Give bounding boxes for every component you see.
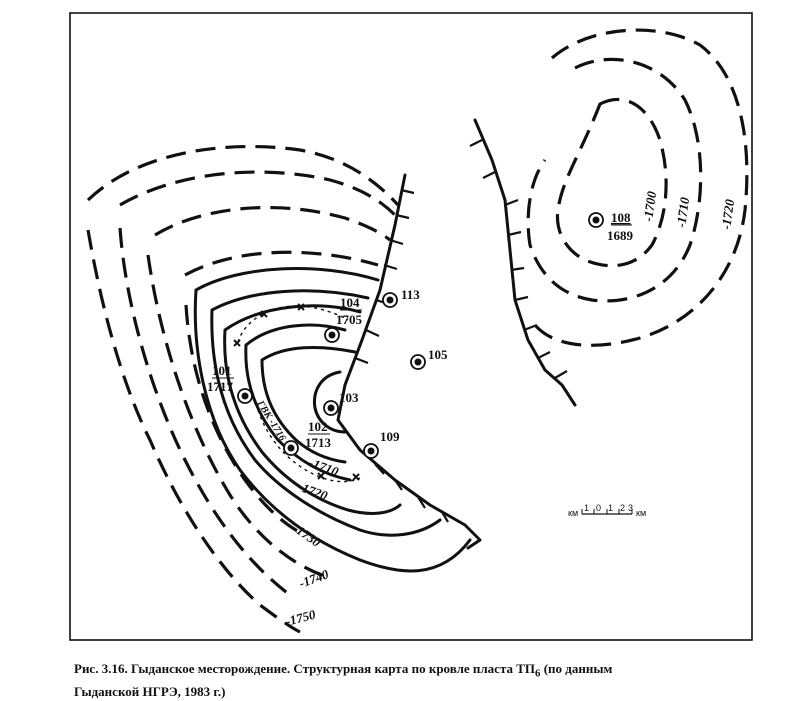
well-113[interactable]: 113 bbox=[382, 287, 420, 308]
well-102[interactable]: 102 1713 bbox=[283, 419, 332, 456]
east-fault bbox=[469, 118, 577, 407]
label-1750: -1750 bbox=[284, 606, 318, 628]
scale-bar: км 1 0 1 2 3 км bbox=[568, 503, 646, 518]
scale-left-unit: км bbox=[568, 508, 578, 518]
contour-1745-south bbox=[118, 227, 291, 597]
well-105[interactable]: 105 bbox=[410, 347, 448, 370]
contour-east-middle bbox=[526, 57, 703, 303]
well-number: 109 bbox=[380, 429, 400, 444]
scale-tick-0: 0 bbox=[596, 503, 601, 513]
figure-caption: Рис. 3.16. Гыданское месторождение. Стру… bbox=[74, 660, 734, 700]
contour-east-inner bbox=[555, 97, 668, 268]
well-number: 103 bbox=[339, 390, 359, 405]
well-number: 105 bbox=[428, 347, 448, 362]
well-number: 113 bbox=[401, 287, 420, 302]
well-103[interactable]: 103 bbox=[323, 390, 359, 416]
contour-east-outer bbox=[533, 28, 749, 347]
scale-tick-2: 2 bbox=[620, 503, 625, 513]
contour-1740-south bbox=[146, 254, 331, 580]
contour-1725 bbox=[210, 289, 442, 537]
west-fault-line bbox=[336, 173, 482, 550]
well-number: 102 bbox=[308, 419, 328, 434]
caption-line1-tail: (по данным bbox=[540, 661, 613, 676]
gvk-crosses bbox=[233, 303, 360, 481]
east-fault-line bbox=[473, 118, 577, 407]
contour-1735 bbox=[184, 250, 379, 277]
well-104[interactable]: 104 1705 bbox=[324, 295, 363, 343]
contour-1740 bbox=[154, 205, 391, 242]
wells: 108 1689 113 104 1705 105 101 bbox=[207, 210, 634, 459]
map-frame bbox=[69, 12, 753, 641]
scale-tick-3: 3 bbox=[628, 503, 633, 513]
contour-1730-south bbox=[184, 304, 306, 537]
scale-right-unit: км bbox=[636, 508, 646, 518]
label-1740: -1740 bbox=[297, 566, 331, 591]
caption-line2: Гыданской НГРЭ, 1983 г.) bbox=[74, 683, 226, 699]
contour-1705 bbox=[312, 370, 347, 434]
well-depth: 1713 bbox=[305, 435, 332, 450]
scale-tick-1: 1 bbox=[584, 503, 589, 513]
label-1720-east: -1720 bbox=[718, 198, 737, 231]
label-1700: -1700 bbox=[640, 190, 659, 223]
well-number: 101 bbox=[212, 363, 232, 378]
contour-1710 bbox=[260, 345, 357, 464]
well-101[interactable]: 101 1717 bbox=[207, 363, 253, 404]
well-number: 104 bbox=[340, 295, 360, 310]
gvk-line-north bbox=[237, 305, 349, 343]
west-fold-contours bbox=[86, 144, 472, 634]
label-1710-west: -1710 bbox=[307, 455, 341, 480]
well-depth: 1717 bbox=[207, 379, 234, 394]
well-109[interactable]: 109 bbox=[363, 429, 400, 459]
contour-1730 bbox=[193, 267, 472, 573]
well-depth: 1689 bbox=[607, 228, 634, 243]
caption-line1: Рис. 3.16. Гыданское месторождение. Стру… bbox=[74, 661, 536, 676]
contour-1745 bbox=[119, 170, 397, 217]
well-108[interactable]: 108 1689 bbox=[588, 210, 634, 243]
caption-subscript: 6 bbox=[535, 667, 541, 680]
gas-water-contact bbox=[233, 303, 361, 483]
label-1730: -1730 bbox=[290, 520, 324, 550]
label-1710-east: -1710 bbox=[673, 196, 692, 229]
contour-1750-south bbox=[86, 229, 301, 634]
east-dome-contours bbox=[526, 28, 749, 347]
scale-tick-1b: 1 bbox=[608, 503, 613, 513]
well-depth: 1705 bbox=[336, 312, 363, 327]
well-number: 108 bbox=[611, 210, 631, 225]
contour-1720 bbox=[223, 304, 402, 515]
west-fault bbox=[336, 173, 482, 550]
